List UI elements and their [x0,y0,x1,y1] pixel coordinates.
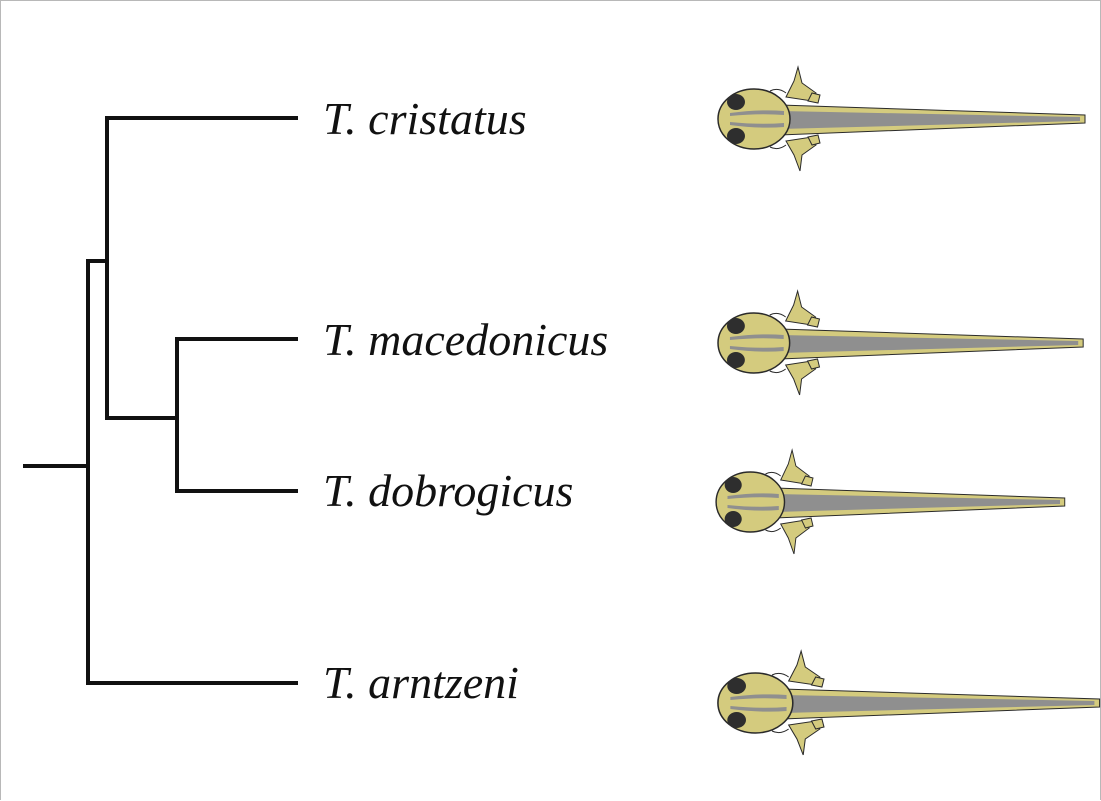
taxon-label-macedonicus: T. macedonicus [323,314,608,365]
newt-larva-icon [718,291,1083,395]
cladogram [25,118,296,683]
taxon-label-arntzeni: T. arntzeni [323,657,519,708]
newt-larva-icon [716,450,1065,554]
taxon-label-dobrogicus: T. dobrogicus [323,465,573,516]
taxon-labels: T. cristatus T. macedonicus T. dobrogicu… [323,93,608,708]
newt-larva-icon [718,651,1100,755]
taxon-label-cristatus: T. cristatus [323,93,527,144]
larva-illustrations [716,67,1100,755]
newt-larva-icon [718,67,1085,171]
